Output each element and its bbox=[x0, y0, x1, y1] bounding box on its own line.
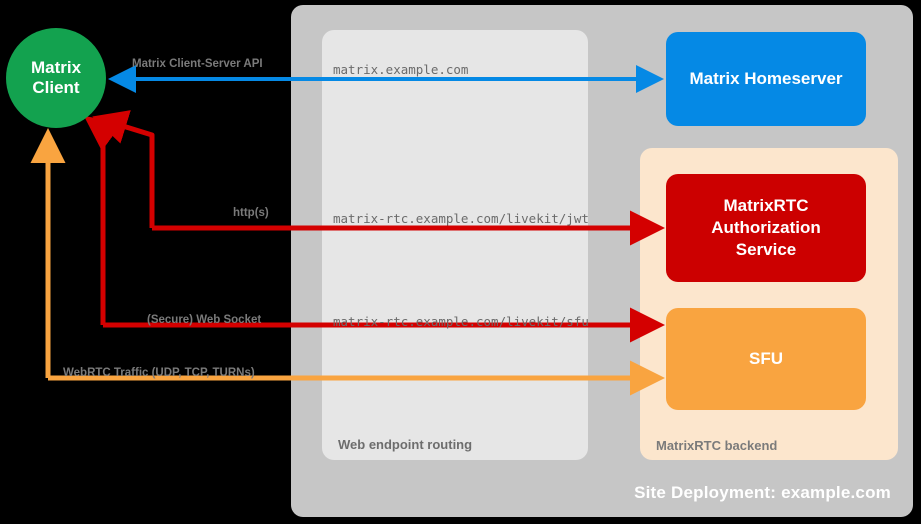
edge-label-matrix-client-server-api: Matrix Client-Server API bbox=[132, 58, 263, 70]
node-matrix-homeserver-label: Matrix Homeserver bbox=[689, 69, 843, 88]
node-matrix-client-line2: Client bbox=[32, 78, 80, 97]
node-auth-line3: Service bbox=[735, 240, 797, 260]
endpoint-livekit-jwt: matrix-rtc.example.com/livekit/jwt bbox=[333, 211, 589, 226]
node-auth-line2: Authorization bbox=[711, 217, 821, 237]
matrixrtc-backend-label: MatrixRTC backend bbox=[656, 438, 778, 453]
node-matrixrtc-authorization-service[interactable]: MatrixRTC Authorization Service bbox=[666, 174, 866, 282]
node-sfu-label: SFU bbox=[749, 349, 783, 368]
edge-label-https: http(s) bbox=[233, 207, 269, 219]
node-matrix-client-line1: Matrix bbox=[30, 57, 82, 77]
edge-label-webrtc-traffic: WebRTC Traffic (UDP, TCP, TURNs) bbox=[63, 367, 255, 379]
endpoint-matrix-example-com: matrix.example.com bbox=[333, 62, 469, 77]
endpoint-livekit-sfu: matrix-rtc.example.com/livekit/sfu bbox=[333, 314, 589, 329]
node-sfu[interactable]: SFU bbox=[666, 308, 866, 410]
node-matrix-client[interactable]: Matrix Client bbox=[6, 28, 106, 128]
web-endpoint-routing-label: Web endpoint routing bbox=[338, 437, 473, 452]
web-endpoint-routing-zone bbox=[322, 30, 588, 460]
node-auth-line1: MatrixRTC bbox=[723, 195, 809, 215]
node-matrix-homeserver[interactable]: Matrix Homeserver bbox=[666, 32, 866, 126]
edge-label-secure-web-socket: (Secure) Web Socket bbox=[147, 314, 262, 326]
site-deployment-label: Site Deployment: example.com bbox=[634, 483, 891, 502]
